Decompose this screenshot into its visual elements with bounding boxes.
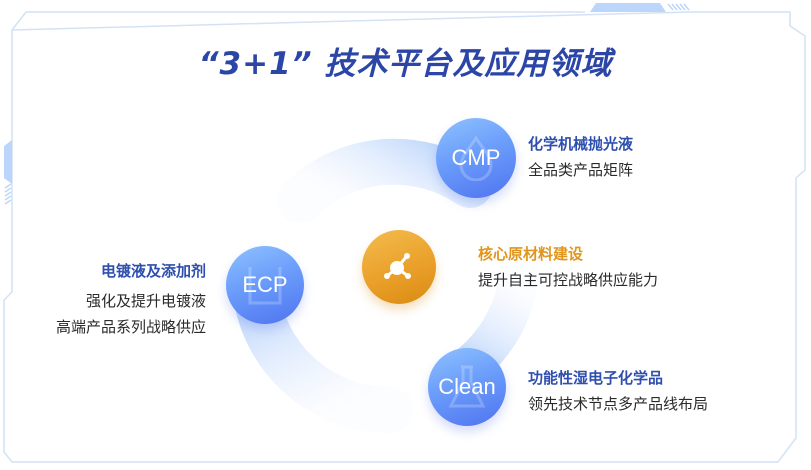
core-heading: 核心原材料建设: [478, 245, 584, 263]
cmp-text: 化学机械抛光液 全品类产品矩阵: [528, 131, 633, 183]
ecp-text: 电镀液及添加剂 强化及提升电镀液 高端产品系列战略供应: [56, 258, 206, 340]
beaker-icon: [248, 267, 282, 305]
ecp-node: ECP: [226, 246, 304, 324]
droplet-icon: [459, 135, 493, 181]
ecp-heading: 电镀液及添加剂: [100, 262, 206, 280]
core-desc: 提升自主可控战略供应能力: [478, 271, 659, 289]
clean-text: 功能性湿电子化学品 领先技术节点多产品线布局: [528, 365, 708, 417]
flask-icon: [448, 365, 486, 408]
clean-node: Clean: [428, 348, 506, 426]
ecp-label: ECP: [242, 272, 288, 297]
cmp-node: CMP: [436, 118, 516, 198]
clean-label: Clean: [438, 374, 496, 399]
cmp-label: CMP: [451, 145, 501, 170]
ecp-desc-1: 强化及提升电镀液: [85, 292, 206, 310]
core-text: 核心原材料建设 提升自主可控战略供应能力: [478, 241, 658, 293]
ecp-desc-2: 高端产品系列战略供应: [55, 318, 206, 336]
clean-heading: 功能性湿电子化学品: [528, 369, 664, 387]
cmp-desc: 全品类产品矩阵: [528, 161, 634, 179]
page-title: “3+1” 技术平台及应用领域: [198, 46, 613, 82]
clean-desc: 领先技术节点多产品线布局: [528, 395, 709, 413]
cmp-heading: 化学机械抛光液: [528, 135, 634, 153]
molecule-icon: [384, 253, 411, 279]
core-node: [362, 230, 436, 304]
